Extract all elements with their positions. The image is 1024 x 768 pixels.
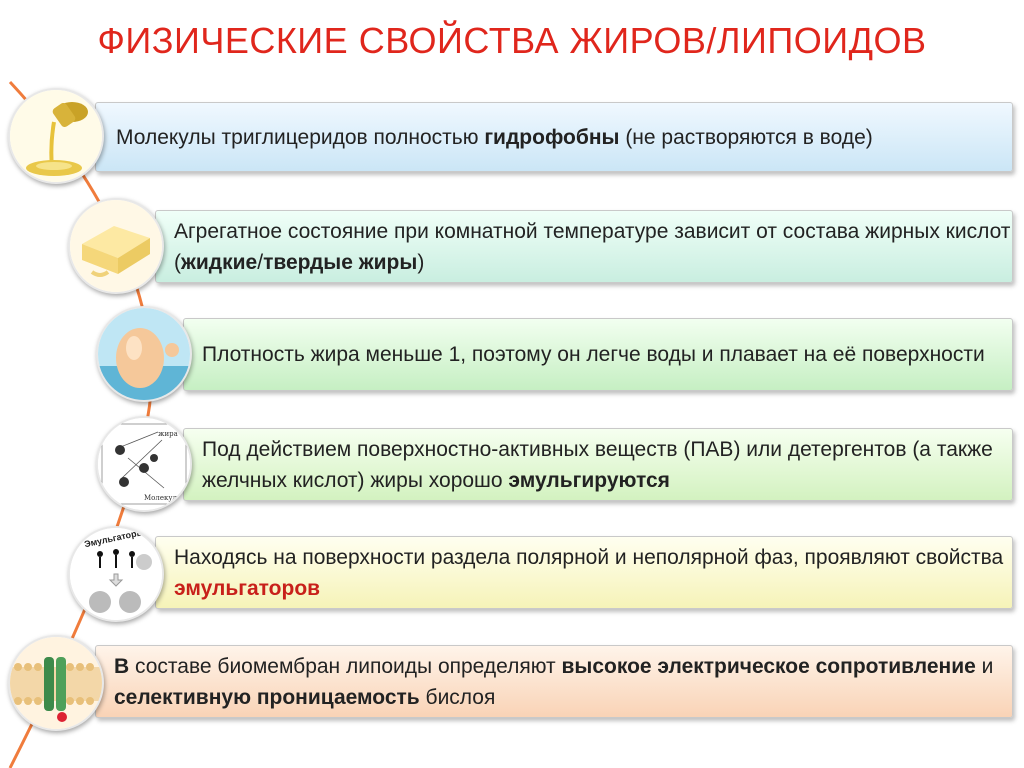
text-segment: твердые жиры — [263, 250, 418, 274]
property-text-5: Находясь на поверхности раздела полярной… — [174, 542, 1012, 604]
property-box-4: Под действием поверхностно-активных веще… — [183, 428, 1013, 501]
text-segment: Под действием поверхностно-активных веще… — [202, 437, 993, 492]
text-segment: бислоя — [419, 685, 496, 709]
text-segment: селективную проницаемость — [114, 685, 420, 709]
property-box-1: Молекулы триглицеридов полностью гидрофо… — [95, 102, 1013, 172]
property-text-4: Под действием поверхностно-активных веще… — [202, 434, 1012, 496]
text-segment: Агрегатное состояние при комнатной темпе… — [174, 219, 1011, 274]
property-box-6: В составе биомембран липоиды определяют … — [95, 645, 1013, 718]
text-segment: составе биомембран липоиды определяют — [129, 654, 562, 678]
micelle-label-top: жира — [158, 430, 178, 438]
text-segment: Находясь на поверхности раздела полярной… — [174, 545, 1004, 569]
emulsifiers-icon: Эмульгаторы — [68, 526, 164, 622]
text-segment: ) — [417, 250, 425, 274]
text-segment: и — [975, 654, 994, 678]
text-segment: эмульгаторов — [174, 576, 321, 600]
property-box-3: Плотность жира меньше 1, поэтому он легч… — [183, 318, 1013, 391]
property-text-2: Агрегатное состояние при комнатной темпе… — [174, 216, 1012, 278]
property-text-3: Плотность жира меньше 1, поэтому он легч… — [202, 339, 985, 370]
text-segment: эмульгируются — [508, 468, 670, 492]
text-segment: / — [257, 250, 264, 274]
text-segment: гидрофобны — [484, 125, 620, 149]
property-box-2: Агрегатное состояние при комнатной темпе… — [155, 210, 1013, 283]
property-box-5: Находясь на поверхности раздела полярной… — [155, 536, 1013, 609]
property-text-1: Молекулы триглицеридов полностью гидрофо… — [116, 122, 873, 153]
text-segment: (не растворяются в воде) — [619, 125, 873, 149]
property-text-6: В составе биомембран липоиды определяют … — [114, 651, 1012, 713]
butter-icon — [68, 198, 164, 294]
micelle-diagram-icon: жира Молекулы — [96, 416, 192, 512]
floating-drop-icon — [96, 306, 192, 402]
oil-pouring-icon — [8, 88, 104, 184]
micelle-label-bottom: Молекулы — [144, 494, 183, 502]
text-segment: Плотность жира меньше 1, поэтому он легч… — [202, 343, 985, 366]
text-segment: высокое электрическое сопротивление — [561, 654, 976, 678]
page-title: ФИЗИЧЕСКИЕ СВОЙСТВА ЖИРОВ/ЛИПОИДОВ — [97, 20, 927, 61]
text-segment: В — [114, 654, 130, 678]
text-segment: Молекулы триглицеридов полностью — [116, 125, 485, 149]
biomembrane-icon — [8, 635, 104, 731]
text-segment: жидкие — [181, 250, 258, 274]
